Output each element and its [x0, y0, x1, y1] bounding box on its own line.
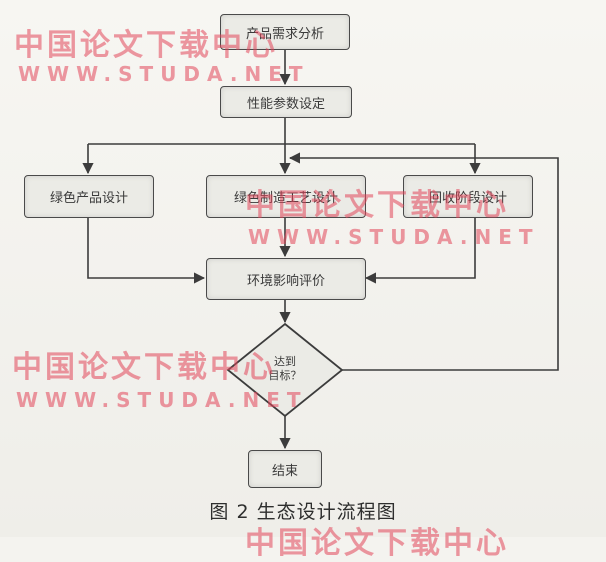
decision-label-line-1: 达到	[274, 355, 296, 368]
watermark-text-1: 中国论文下载中心	[14, 28, 278, 63]
node-performance-params: 性能参数设定	[220, 86, 352, 118]
decision-label: 达到 目标？	[245, 355, 325, 383]
node-green-product-design-label: 绿色产品设计	[49, 191, 128, 206]
figure-caption: 图 2 生态设计流程图	[209, 501, 397, 523]
node-environmental-assessment: 环境影响评价	[206, 258, 366, 300]
node-recycling-design-label: 回收阶段设计	[428, 191, 507, 206]
watermark-text-3: 中国论文下载中心	[12, 350, 276, 385]
node-performance-params-label: 性能参数设定	[246, 96, 325, 112]
node-green-process-design: 绿色制造工艺设计	[206, 175, 366, 218]
node-demand-analysis: 产品需求分析	[220, 14, 350, 50]
decision-label-line-2: 目标？	[268, 369, 302, 382]
node-green-process-design-label: 绿色制造工艺设计	[233, 191, 338, 206]
watermark-url-3: WWW.STUDA.NET	[16, 388, 308, 412]
watermark-url-2: WWW.STUDA.NET	[248, 225, 540, 249]
watermark-text-2: 中国论文下载中心	[245, 188, 509, 223]
node-demand-analysis-label: 产品需求分析	[245, 26, 324, 42]
arrow-product-to-assessment	[87, 218, 206, 284]
node-environmental-assessment-label: 环境影响评价	[246, 273, 325, 289]
watermark-text-4: 中国论文下载中心	[245, 526, 509, 561]
arrow-recycling-to-assessment	[364, 218, 476, 284]
node-end: 结束	[248, 450, 322, 488]
watermark-url-1: WWW.STUDA.NET	[18, 62, 310, 86]
connector-lines	[82, 50, 559, 450]
line-feedback-loop	[290, 157, 559, 371]
node-recycling-design: 回收阶段设计	[403, 175, 533, 218]
node-end-label: 结束	[271, 463, 298, 479]
node-green-product-design: 绿色产品设计	[24, 175, 154, 218]
